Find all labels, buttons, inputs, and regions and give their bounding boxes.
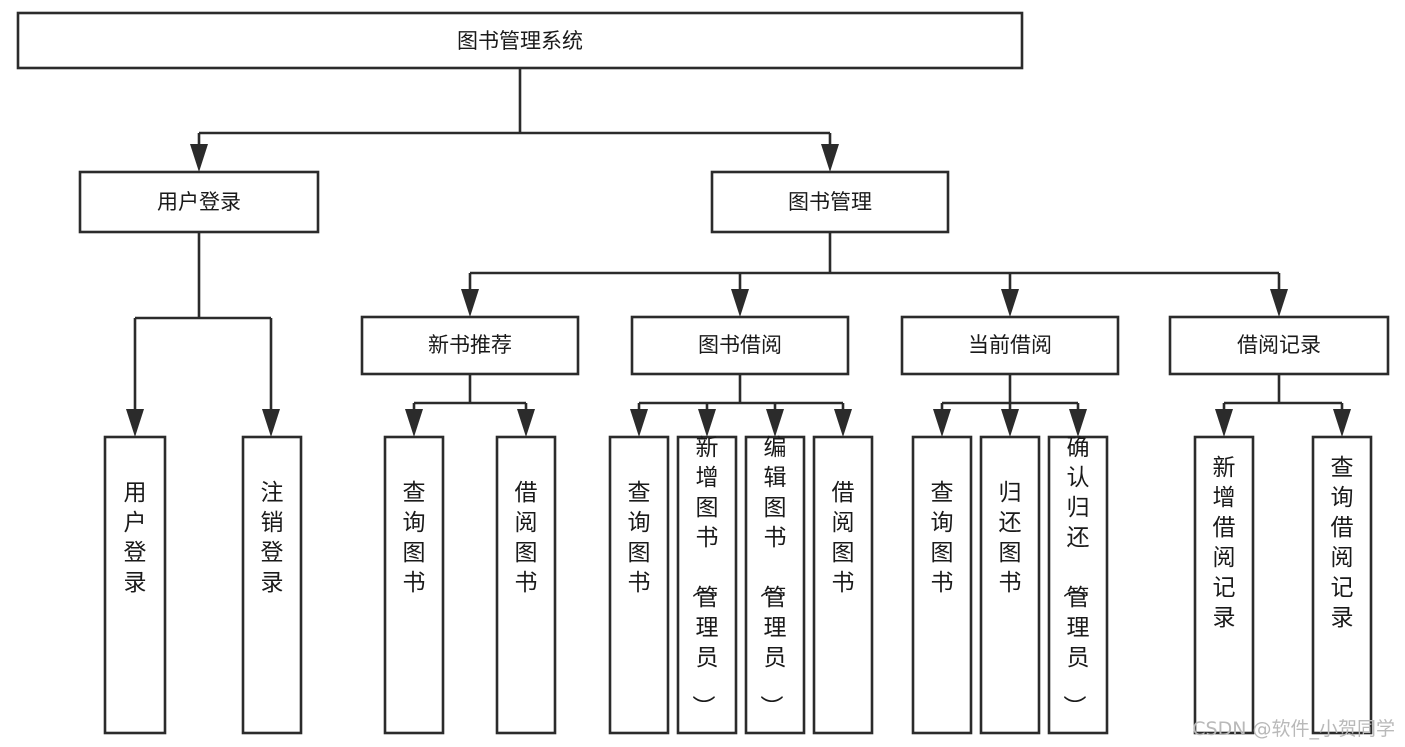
leaf-add-book[interactable]: 新增图书（管理员） (676, 435, 738, 735)
leaf-query-record-box[interactable] (1311, 435, 1373, 735)
node-book-management-label: 图书管理 (788, 190, 872, 214)
leaf-confirm-return[interactable]: 确认归还（管理员） (1047, 435, 1109, 735)
arrow-head-leaf-edit-book (766, 409, 784, 437)
arrow-head-borrow-record (1270, 289, 1288, 317)
arrow-head-leaf-query-book-1 (405, 409, 423, 437)
arrow-head-new-book-recommend (461, 289, 479, 317)
connector-group-book-borrow (630, 374, 852, 437)
node-borrow-record-box[interactable] (1168, 315, 1390, 376)
leaf-borrow-book-2[interactable]: 借阅图书 (812, 435, 874, 735)
leaf-query-book-3-box[interactable] (911, 435, 973, 735)
node-current-borrow[interactable]: 当前借阅 (900, 315, 1120, 376)
connector-group-user-login (126, 232, 280, 437)
leaf-user-login-label: 用户登录 (124, 480, 147, 596)
leaf-borrow-book-1-label: 借阅图书 (515, 480, 538, 596)
leaf-user-login-box[interactable] (103, 435, 167, 735)
leaf-edit-book[interactable]: 编辑图书（管理员） (744, 435, 806, 735)
arrow-head-leaf-query-book-3 (933, 409, 951, 437)
connector-group-book-management (461, 232, 1288, 317)
node-new-book-recommend-box[interactable] (360, 315, 580, 376)
leaf-user-login[interactable]: 用户登录 (103, 435, 167, 735)
leaf-add-book-label: 新增图书（管理员） (690, 435, 719, 718)
arrow-head-leaf-add-record (1215, 409, 1233, 437)
node-user-login-box[interactable] (78, 170, 320, 234)
connector-group-borrow-record (1215, 374, 1351, 437)
leaf-return-book[interactable]: 归还图书 (979, 435, 1041, 735)
leaf-query-book-2[interactable]: 查询图书 (608, 435, 670, 735)
arrow-head-leaf-borrow-book-1 (517, 409, 535, 437)
leaf-return-book-label: 归还图书 (999, 480, 1022, 596)
arrow-head-leaf-user-login (126, 409, 144, 437)
leaf-borrow-book-2-label: 借阅图书 (832, 480, 855, 596)
csdn-watermark: CSDN @软件_小贺同学 (1192, 718, 1395, 740)
node-new-book-recommend-label: 新书推荐 (428, 333, 512, 357)
leaf-add-record-label: 新增借阅记录 (1213, 455, 1236, 631)
leaf-query-book-2-label: 查询图书 (628, 480, 651, 596)
leaf-query-book-1-box[interactable] (383, 435, 445, 735)
connector-group-new-book-recommend (405, 374, 535, 437)
connector-group-root (190, 68, 839, 172)
node-root-box[interactable] (16, 11, 1024, 70)
leaf-confirm-return-label: 确认归还（管理员） (1061, 435, 1090, 718)
node-root[interactable]: 图书管理系统 (16, 11, 1024, 70)
leaf-return-book-box[interactable] (979, 435, 1041, 735)
node-new-book-recommend[interactable]: 新书推荐 (360, 315, 580, 376)
node-current-borrow-label: 当前借阅 (968, 333, 1052, 357)
arrow-head-leaf-confirm-return (1069, 409, 1087, 437)
node-book-management-box[interactable] (710, 170, 950, 234)
leaf-edit-book-box[interactable] (744, 435, 806, 735)
leaf-query-book-1[interactable]: 查询图书 (383, 435, 445, 735)
node-book-borrow-label: 图书借阅 (698, 333, 782, 357)
node-root-label: 图书管理系统 (457, 29, 583, 53)
leaf-query-book-3-label: 查询图书 (931, 480, 954, 596)
leaf-borrow-book-1-box[interactable] (495, 435, 557, 735)
leaf-confirm-return-box[interactable] (1047, 435, 1109, 735)
arrow-head-leaf-logout-login (262, 409, 280, 437)
leaf-query-book-1-label: 查询图书 (403, 480, 426, 596)
node-borrow-record-label: 借阅记录 (1237, 333, 1321, 357)
leaf-query-record-label: 查询借阅记录 (1331, 455, 1354, 631)
leaf-query-book-3[interactable]: 查询图书 (911, 435, 973, 735)
node-book-borrow[interactable]: 图书借阅 (630, 315, 850, 376)
leaf-query-record[interactable]: 查询借阅记录 (1311, 435, 1373, 735)
node-book-borrow-box[interactable] (630, 315, 850, 376)
leaf-add-record[interactable]: 新增借阅记录 (1193, 435, 1255, 735)
arrow-head-leaf-borrow-book-2 (834, 409, 852, 437)
arrow-head-leaf-query-book-2 (630, 409, 648, 437)
node-user-login-label: 用户登录 (157, 190, 241, 214)
connector-group-current-borrow (933, 374, 1087, 437)
leaf-logout-login[interactable]: 注销登录 (241, 435, 303, 735)
leaf-logout-login-box[interactable] (241, 435, 303, 735)
arrow-head-book-management (821, 144, 839, 172)
leaf-logout-login-label: 注销登录 (261, 480, 284, 596)
arrow-head-leaf-add-book (698, 409, 716, 437)
leaf-add-book-box[interactable] (676, 435, 738, 735)
arrow-head-current-borrow (1001, 289, 1019, 317)
leaf-borrow-book-1[interactable]: 借阅图书 (495, 435, 557, 735)
node-book-management[interactable]: 图书管理 (710, 170, 950, 234)
leaf-query-book-2-box[interactable] (608, 435, 670, 735)
arrow-head-book-borrow (731, 289, 749, 317)
node-borrow-record[interactable]: 借阅记录 (1168, 315, 1390, 376)
node-current-borrow-box[interactable] (900, 315, 1120, 376)
leaf-edit-book-label: 编辑图书（管理员） (758, 435, 787, 718)
arrow-head-leaf-return-book (1001, 409, 1019, 437)
arrow-head-user-login (190, 144, 208, 172)
leaf-borrow-book-2-box[interactable] (812, 435, 874, 735)
leaf-add-record-box[interactable] (1193, 435, 1255, 735)
node-user-login[interactable]: 用户登录 (78, 170, 320, 234)
arrow-head-leaf-query-record (1333, 409, 1351, 437)
